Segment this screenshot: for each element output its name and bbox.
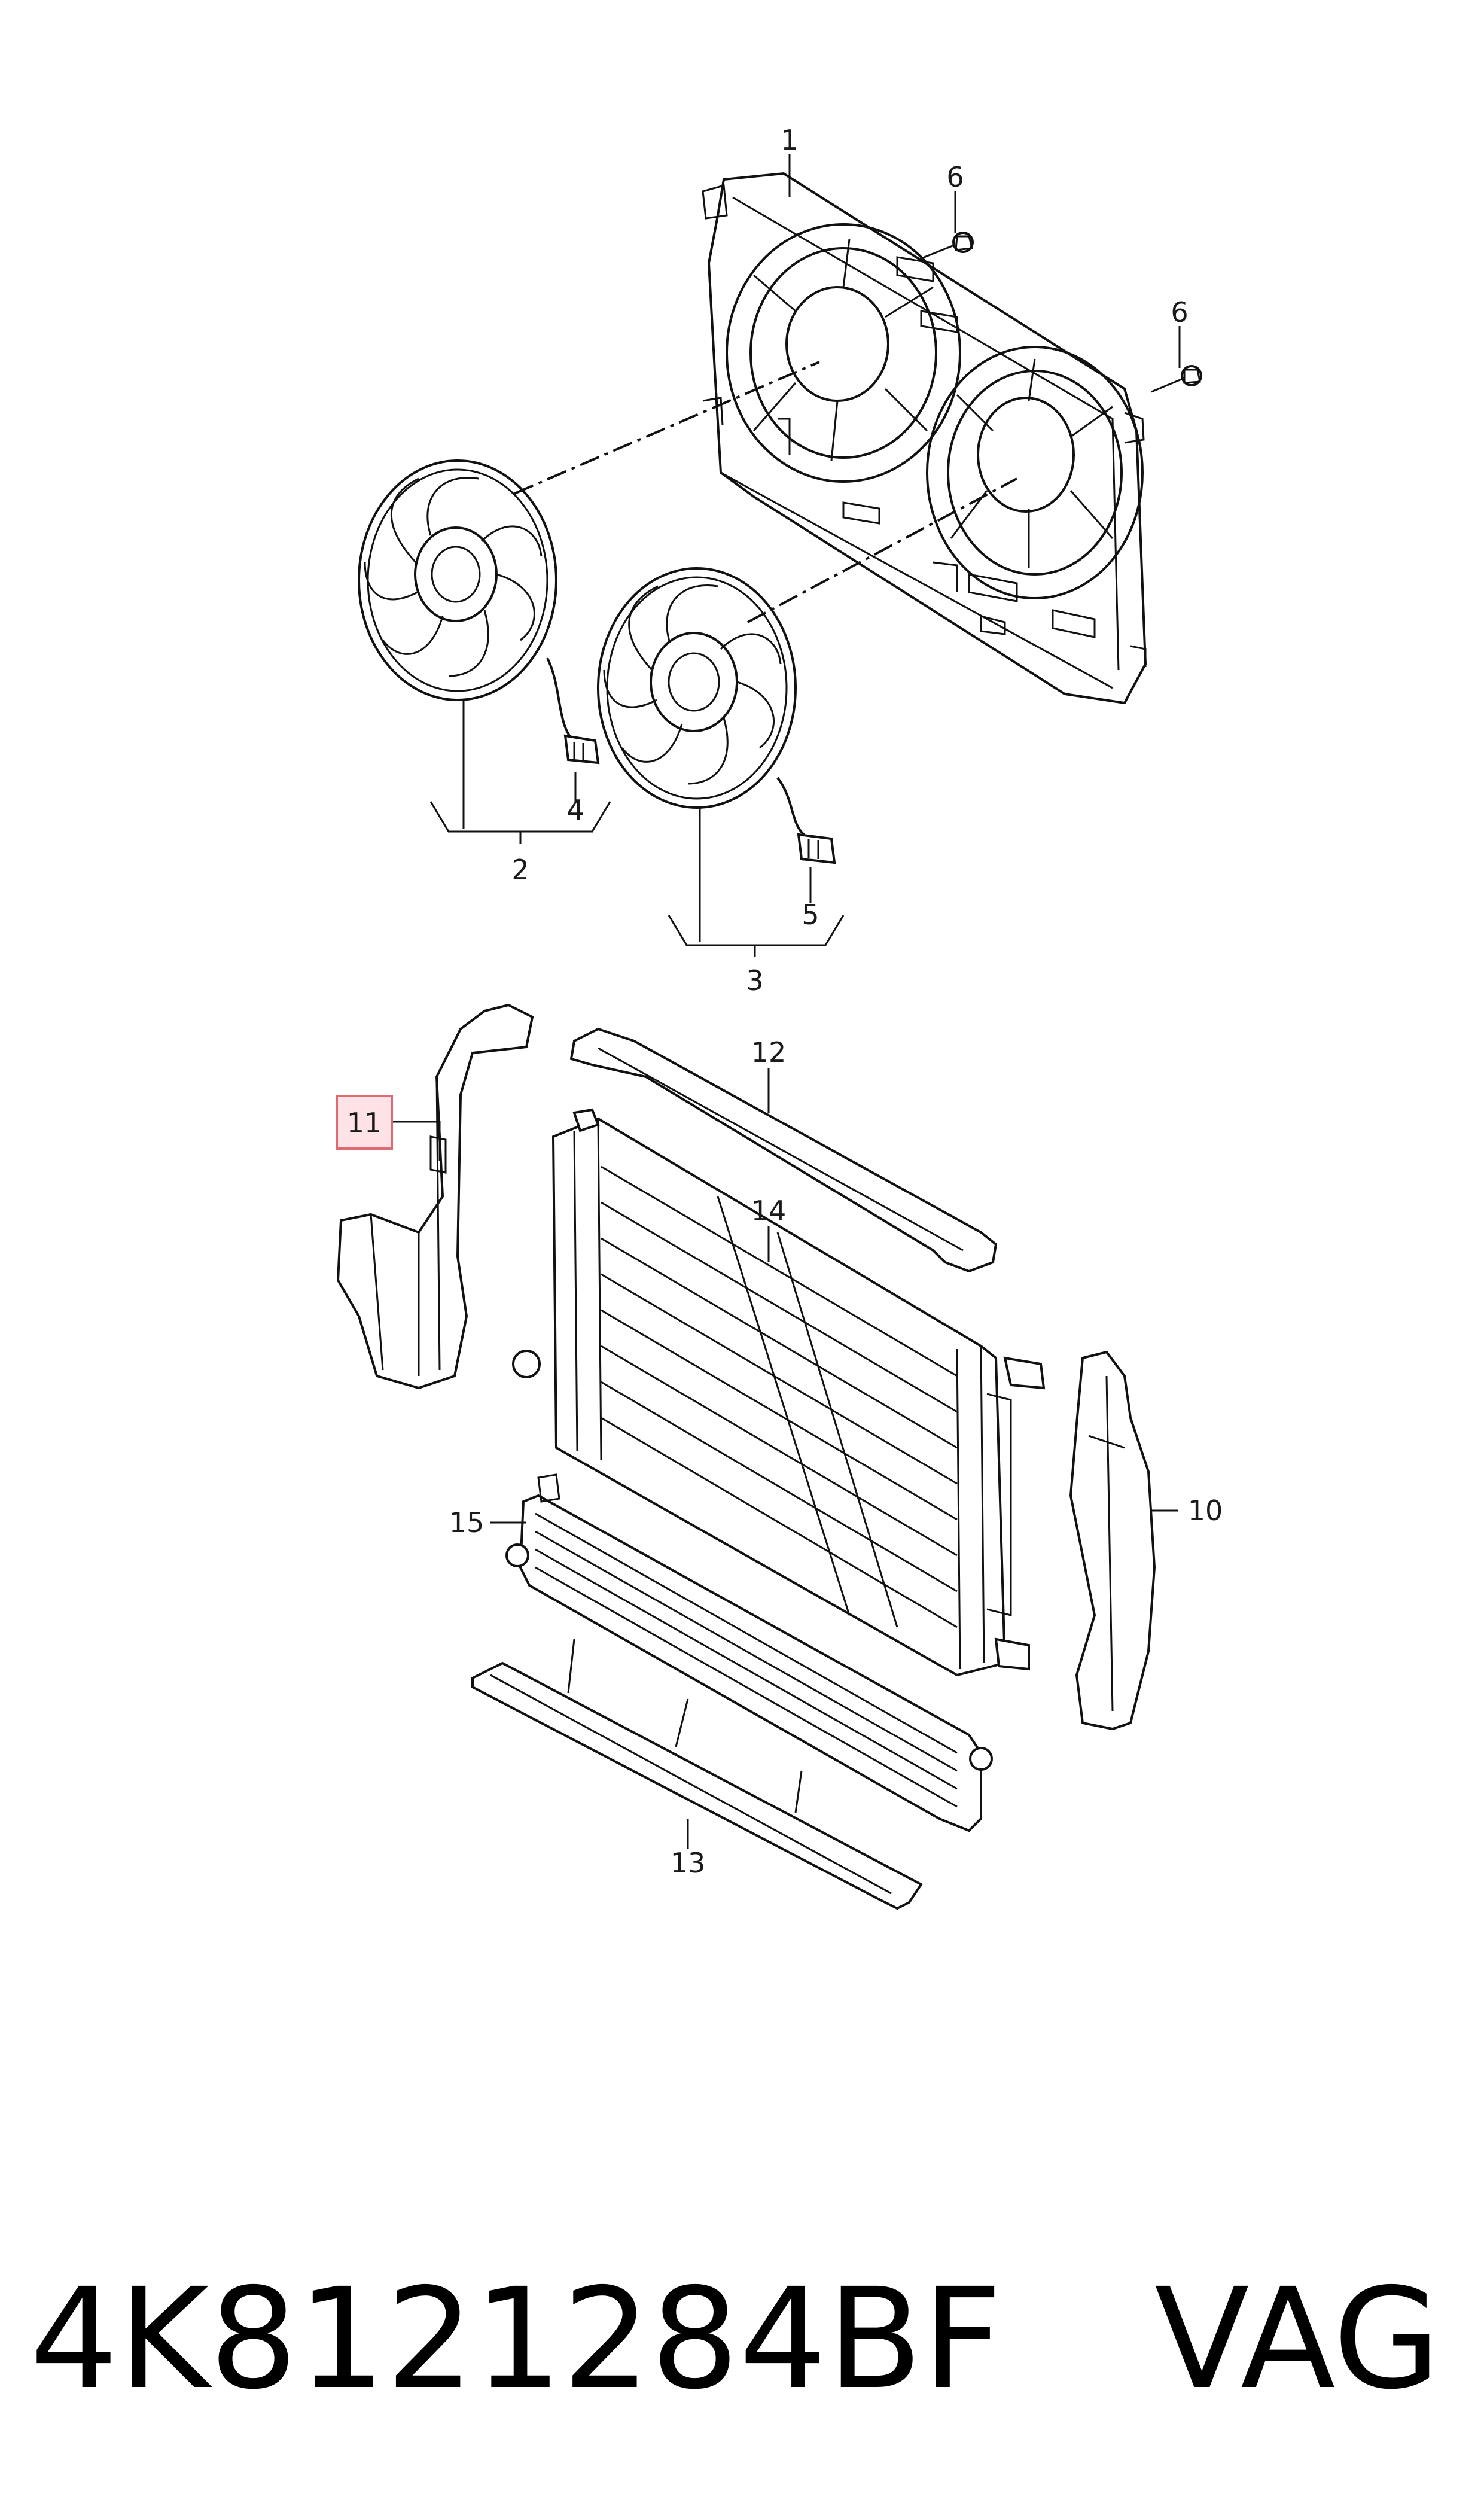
assembly-line-right-fan [747,477,1017,623]
assembly-line-left-fan [514,361,820,495]
callout-4: 4 [566,794,584,826]
auxiliary-cooler [505,1473,993,1832]
callout-15: 15 [449,1506,484,1539]
callout-10: 10 [1188,1494,1223,1527]
callout-14: 14 [751,1195,787,1227]
callout-11-highlight-box [336,1095,393,1150]
left-air-guide [336,1003,534,1390]
callout-3: 3 [746,964,763,997]
lower-air-deflector [471,1639,923,1910]
callout-2: 2 [511,854,529,886]
part-number: 4K8121284BF [30,2258,1002,2420]
bolt-upper [921,232,974,260]
callout-5: 5 [802,899,819,931]
fan-shroud-frame [702,172,1147,705]
upper-seal-strip [569,1027,998,1273]
right-fan-assembly [597,567,836,864]
leader-lines [392,154,1181,1849]
left-fan-assembly [358,459,600,765]
radiator [512,1108,1046,1677]
callout-11: 11 [347,1107,382,1139]
callout-13: 13 [671,1847,706,1879]
callout-6-upper: 6 [946,161,964,193]
brand-name: VAG [1154,2258,1441,2420]
right-air-guide [1069,1350,1156,1731]
callout-6-right: 6 [1171,296,1188,328]
callout-12: 12 [751,1036,787,1068]
bolt-right [1151,365,1202,393]
footer-caption: 4K8121284BF VAG [30,2249,1465,2429]
callout-1: 1 [781,124,798,156]
callouts: 1 6 6 4 2 5 3 12 14 11 10 15 13 [336,124,1223,1879]
